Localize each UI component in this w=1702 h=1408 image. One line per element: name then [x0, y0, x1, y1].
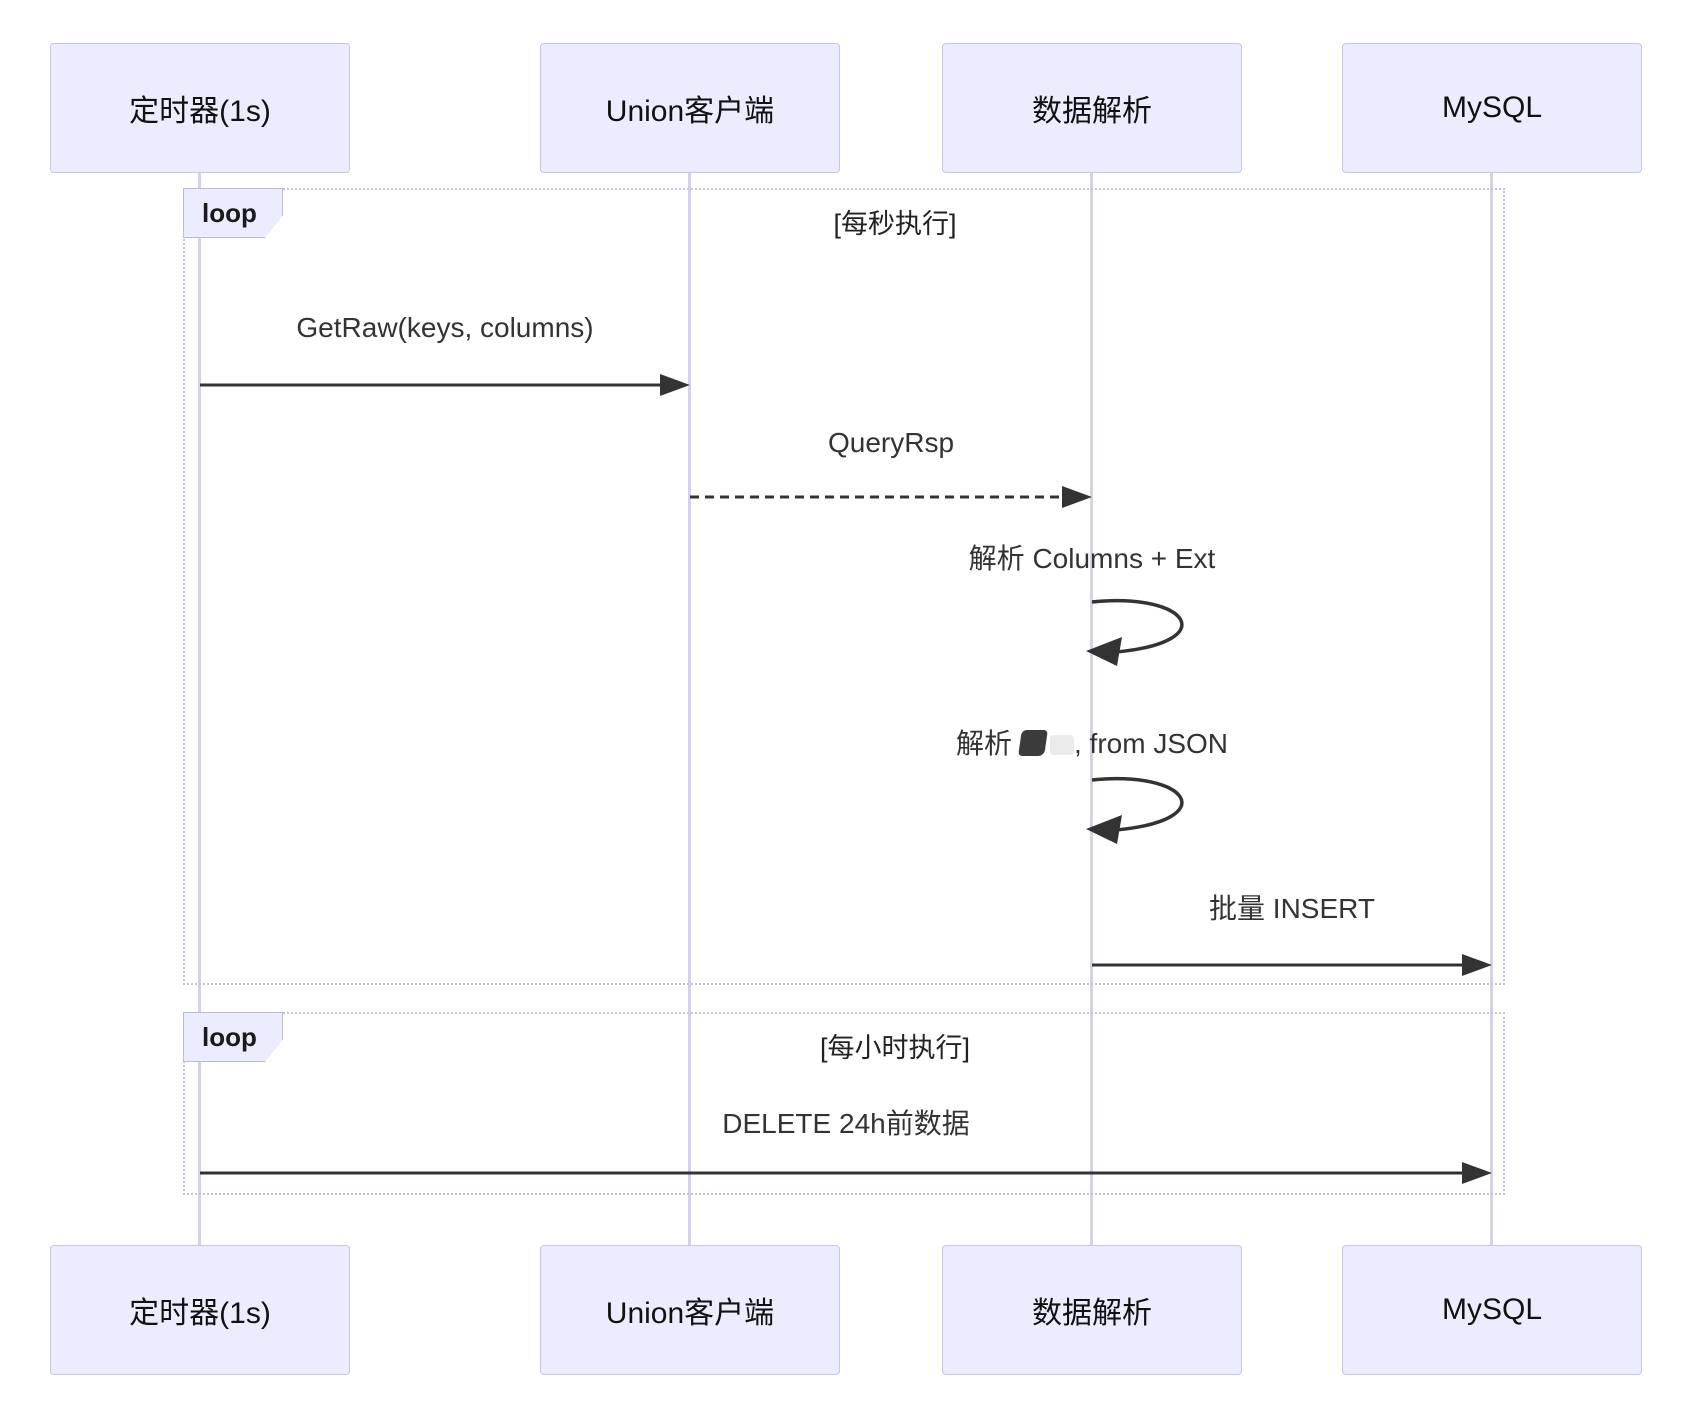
actor-bottom-timer: 定时器(1s)	[50, 1245, 350, 1375]
lifeline-mysql	[1490, 173, 1493, 1245]
actor-label: MySQL	[1441, 1293, 1543, 1326]
message-label-suffix: , from JSON	[1074, 728, 1229, 759]
message-label-parse-columns: 解析 Columns + Ext	[968, 543, 1216, 574]
actor-label: Union客户端	[605, 1297, 775, 1330]
actor-bottom-union-client: Union客户端	[540, 1245, 840, 1375]
loop-condition-per-hour: [每小时执行]	[819, 1033, 971, 1063]
actor-label: Union客户端	[605, 95, 775, 128]
message-label-parse-json: 解析 , from JSON	[956, 722, 1228, 762]
loop-tab-per-second: loop	[183, 188, 283, 238]
actor-label: 定时器(1s)	[129, 1297, 271, 1330]
loop-condition-per-second: [每秒执行]	[833, 209, 957, 239]
loop-tab-label: loop	[202, 1022, 257, 1052]
actor-label: 数据解析	[1032, 95, 1152, 128]
actor-bottom-mysql: MySQL	[1342, 1245, 1642, 1375]
lifeline-union-client	[688, 173, 691, 1245]
loop-frame-per-second	[183, 188, 1505, 985]
missing-glyph-light-icon	[1050, 735, 1074, 755]
message-label-delete-24h: DELETE 24h前数据	[722, 1108, 970, 1139]
actor-bottom-data-parser: 数据解析	[942, 1245, 1242, 1375]
lifeline-data-parser	[1090, 173, 1093, 1245]
actor-top-mysql: MySQL	[1342, 43, 1642, 173]
actor-label: MySQL	[1441, 91, 1543, 124]
actor-top-union-client: Union客户端	[540, 43, 840, 173]
actor-top-data-parser: 数据解析	[942, 43, 1242, 173]
actor-label: 数据解析	[1032, 1297, 1152, 1330]
actor-top-timer: 定时器(1s)	[50, 43, 350, 173]
message-label-batch-insert: 批量 INSERT	[1209, 893, 1375, 924]
message-label-prefix: 解析	[955, 728, 1012, 759]
message-label-queryrsp: QueryRsp	[827, 427, 955, 458]
lifeline-timer	[198, 173, 201, 1245]
loop-tab-label: loop	[202, 198, 257, 228]
actor-label: 定时器(1s)	[129, 95, 271, 128]
loop-frame-per-hour	[183, 1012, 1505, 1195]
message-label-getraw: GetRaw(keys, columns)	[296, 312, 594, 343]
missing-glyph-dark-icon	[1018, 730, 1048, 756]
loop-tab-per-hour: loop	[183, 1012, 283, 1062]
